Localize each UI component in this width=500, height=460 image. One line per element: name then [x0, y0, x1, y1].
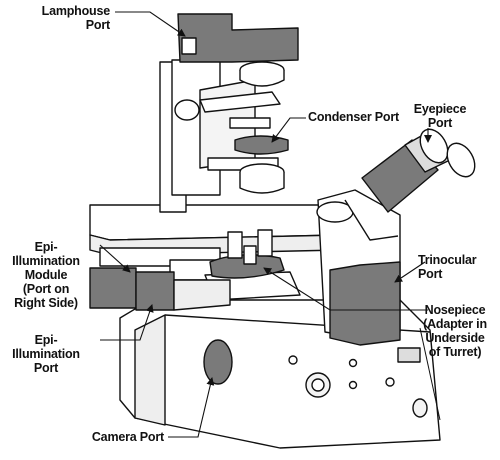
lamphouse-leader: [115, 11, 186, 37]
epi-illumination-port-label: Epi- Illumination Port: [12, 333, 80, 375]
condenser-leader: [271, 117, 306, 143]
display-panel: [397, 347, 421, 363]
trinocular-port-label: Trinocular Port: [418, 253, 477, 281]
epi-port-leader: [100, 304, 154, 341]
camera-leader: [168, 377, 215, 438]
eyepiece-right: [446, 142, 476, 178]
epi-illumination-port: [135, 271, 175, 311]
stage-plate: [89, 204, 341, 241]
lamphouse-port: [177, 13, 299, 63]
button: [385, 377, 395, 387]
epi-illumination-module: [89, 267, 137, 309]
button: [348, 358, 358, 368]
condenser-port-label: Condenser Port: [308, 110, 399, 124]
button: [288, 355, 298, 365]
camera-port-disc: [203, 339, 233, 385]
eyepiece-port-label: Eyepiece Port: [413, 102, 467, 130]
trinocular-leader: [394, 261, 426, 283]
nosepiece-label: Nosepiece (Adapter in Underside of Turre…: [423, 303, 487, 359]
epi-module-leader: [99, 244, 131, 273]
trinocular-port: [329, 261, 401, 346]
nosepiece-leader: [263, 267, 428, 311]
epi-illumination-module-label: Epi- Illumination Module (Port on Right …: [12, 240, 80, 310]
condenser-port-ring: [234, 135, 289, 155]
side-knob: [412, 398, 428, 418]
button: [348, 380, 358, 390]
base-front-face: [134, 314, 166, 426]
camera-port-label: Camera Port: [91, 430, 164, 444]
lamphouse-port-label: Lamphouse Port: [41, 4, 111, 32]
